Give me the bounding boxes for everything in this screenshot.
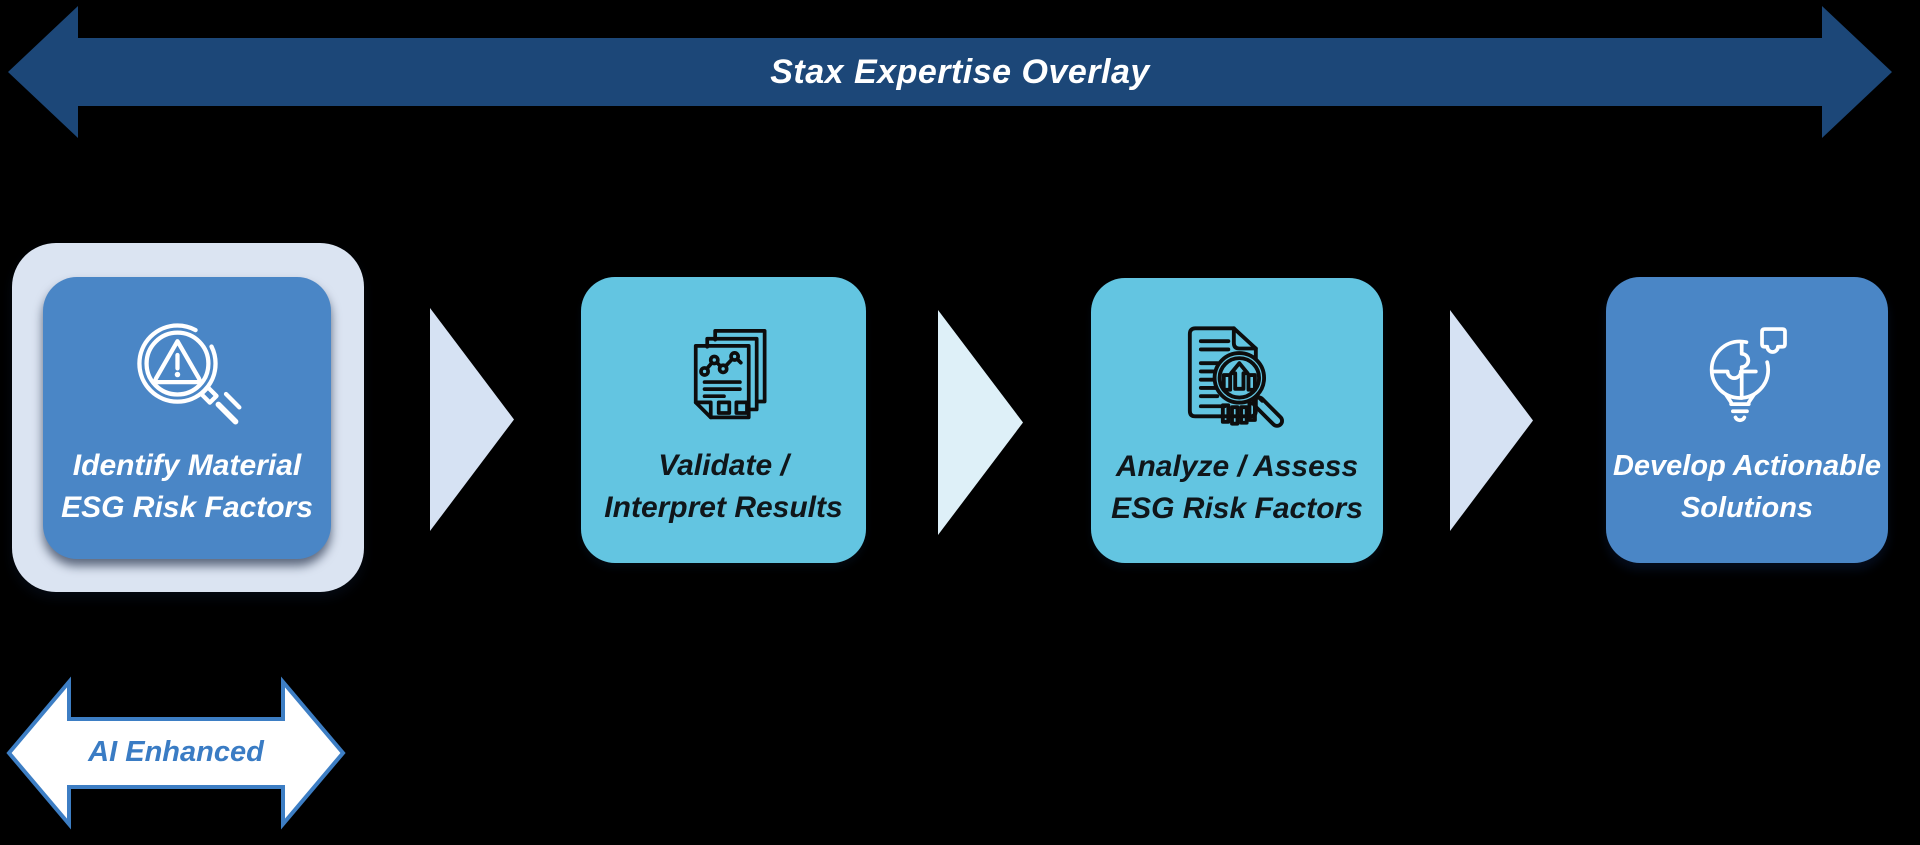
flow-arrow-icon — [1450, 310, 1533, 531]
ai-enhanced-label: AI Enhanced — [88, 735, 264, 768]
stax-overlay-arrow — [8, 6, 1892, 138]
step-title-line1: Validate / — [658, 449, 789, 482]
step-title: Develop Actionable Solutions — [1613, 445, 1881, 529]
step-title-line2: Interpret Results — [604, 491, 843, 524]
step-card-validate-interpret: Validate / Interpret Results — [581, 277, 866, 563]
report-stack-chart-icon — [671, 311, 777, 439]
double-arrow-shape — [8, 6, 1892, 138]
double-arrow-shape — [6, 676, 346, 830]
magnifier-warning-icon — [128, 311, 246, 439]
step-title-line1: Identify Material — [72, 449, 302, 482]
step-title-line2: ESG Risk Factors — [1111, 492, 1363, 525]
step-title-line1: Develop Actionable — [1612, 450, 1882, 482]
flow-arrow-icon — [938, 310, 1023, 535]
puzzle-lightbulb-icon — [1694, 311, 1800, 439]
step-card-identify-esg-risk-factors: Identify Material ESG Risk Factors — [43, 277, 331, 559]
step-title: Analyze / Assess ESG Risk Factors — [1111, 446, 1363, 530]
step-title: Validate / Interpret Results — [604, 445, 842, 529]
step-title: Identify Material ESG Risk Factors — [61, 445, 313, 529]
flow-arrow-icon — [430, 308, 514, 531]
step-title-line1: Analyze / Assess — [1115, 450, 1359, 483]
step-title-line2: Solutions — [1680, 492, 1814, 524]
stax-overlay-label: Stax Expertise Overlay — [770, 52, 1150, 91]
document-magnifier-chart-icon — [1177, 312, 1298, 440]
step-card-analyze-assess: Analyze / Assess ESG Risk Factors — [1091, 278, 1383, 563]
step-title-line2: ESG Risk Factors — [61, 491, 313, 524]
step-card-develop-solutions: Develop Actionable Solutions — [1606, 277, 1888, 563]
ai-enhanced-arrow: AI Enhanced — [6, 676, 346, 830]
